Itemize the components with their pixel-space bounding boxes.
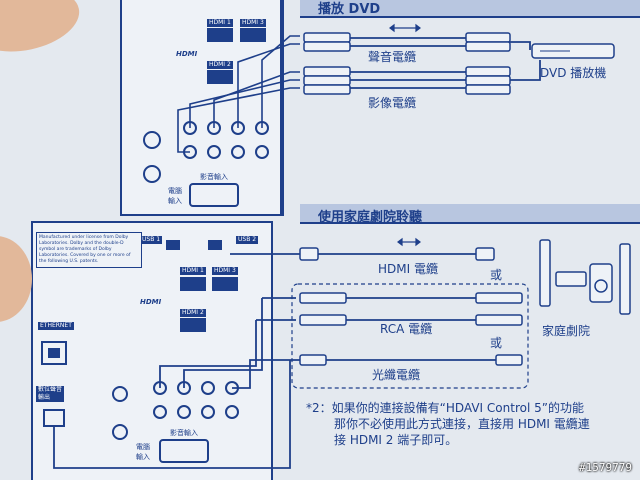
usb2-label: USB 2	[236, 236, 259, 244]
tv-panel-upper-extension	[150, 0, 282, 216]
hdmi-logo-upper: HDMI	[176, 50, 198, 58]
license-fineprint: Manufactured under license from Dolby La…	[36, 232, 142, 268]
hdmi2-lower-label: HDMI 2	[180, 309, 206, 317]
section-title-home-theater: 使用家庭劇院聆聽	[318, 210, 423, 225]
pc-in-upper-label: 電腦 輸入	[168, 187, 182, 205]
hdmi3-upper-label: HDMI 3	[240, 19, 266, 27]
audio-in-lower-label: 影音輸入	[170, 429, 198, 437]
ethernet-label: ETHERNET	[38, 322, 74, 330]
hdmi3-lower-label: HDMI 3	[212, 267, 238, 275]
or-label-1: 或	[490, 268, 503, 282]
video-cable-label: 影像電纜	[368, 96, 417, 110]
or-label-2: 或	[490, 336, 503, 350]
note-block: *2：如果你的連接設備有“HDAVI Control 5”的功能 那你不必使用此…	[306, 400, 636, 448]
note-line-2: 那你不必使用此方式連接，直接用 HDMI 電纜連	[334, 417, 590, 431]
home-theater-label: 家庭劇院	[542, 324, 591, 338]
note-line-1: 如果你的連接設備有“HDAVI Control 5”的功能	[331, 401, 584, 415]
usb1-label: USB 1	[140, 236, 163, 244]
hdmi1-lower-label: HDMI 1	[180, 267, 206, 275]
section-bar-dvd	[300, 0, 640, 18]
hdmi-logo-lower: HDMI	[140, 298, 162, 306]
digital-audio-out-label: 數位聲音 輸出	[36, 386, 65, 402]
note-marker: *2：	[306, 401, 332, 415]
section-bar-home-theater	[300, 204, 640, 224]
dvd-player-label: DVD 播放機	[540, 66, 607, 80]
hdmi2-upper-label: HDMI 2	[207, 61, 233, 69]
audio-cable-label: 聲音電纜	[368, 50, 417, 64]
hdmi1-upper-label: HDMI 1	[207, 19, 233, 27]
audio-in-upper-label: 影音輸入	[200, 173, 228, 181]
watermark: #1579779	[579, 461, 632, 474]
pc-in-lower-label: 電腦 輸入	[136, 443, 150, 461]
optical-cable-label: 光纖電纜	[372, 368, 421, 382]
rca-cable-label: RCA 電纜	[380, 322, 433, 336]
note-line-3: 接 HDMI 2 端子即可。	[334, 433, 458, 447]
hdmi-cable-label: HDMI 電纜	[378, 262, 438, 276]
section-title-dvd: 播放 DVD	[318, 2, 381, 17]
